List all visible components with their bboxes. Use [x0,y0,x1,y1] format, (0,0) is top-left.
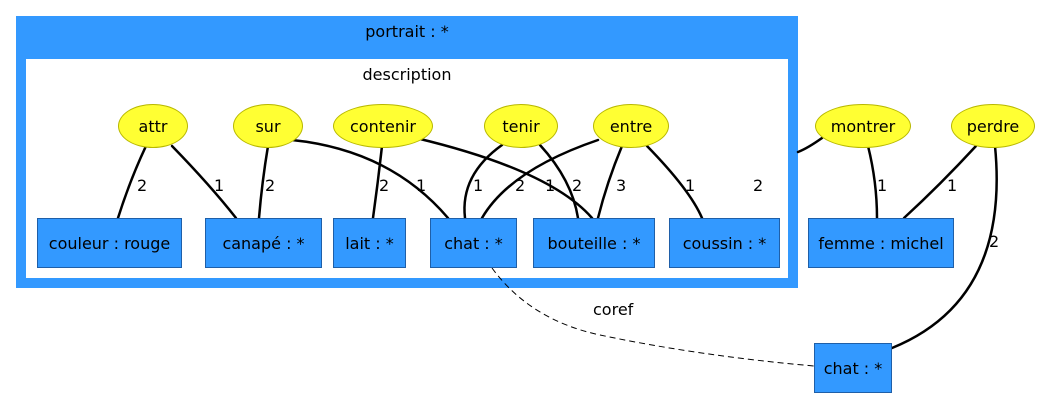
edge-label-sur-canape: 2 [265,176,276,195]
edge-montrer-femme [866,144,879,220]
edge-label-tenir-chat: 1 [473,176,484,195]
edge-sur-canape [257,144,270,220]
relation-sur[interactable]: sur [233,104,303,148]
concept-chat[interactable]: chat : * [430,218,517,268]
edge-entre-chat [480,138,600,220]
edge-label-contenir-lait: 2 [379,176,390,195]
concept-lait[interactable]: lait : * [333,218,406,268]
context-portrait-label: portrait : * [365,22,449,41]
edge-label-sur-chat: 1 [416,176,427,195]
edge-attr-couleur [116,144,148,220]
concept-bouteille[interactable]: bouteille : * [533,218,655,268]
edge-label-attr-canape: 1 [214,176,225,195]
edge-tenir-bouteille [538,143,580,220]
edge-perdre-chat [890,144,998,350]
relation-contenir[interactable]: contenir [333,104,433,148]
edge-label-montrer-femme: 1 [877,176,888,195]
relation-attr[interactable]: attr [118,104,188,148]
edge-label-entre-coussin: 1 [685,176,696,195]
relation-perdre[interactable]: perdre [951,104,1035,148]
context-description-label: description [362,65,452,84]
relation-montrer[interactable]: montrer [815,104,911,148]
edge-label-contenir-bouteille: 2 [515,176,526,195]
edge-contenir-bouteille [414,136,594,220]
edge-contenir-lait [371,144,384,220]
concept-couleur[interactable]: couleur : rouge [37,218,182,268]
concept-chat-outer[interactable]: chat : * [814,343,892,393]
edge-label-tenir-bouteille: 2 [572,176,583,195]
relation-entre[interactable]: entre [593,104,669,148]
edge-label-entre-chat: 1 [545,176,556,195]
edge-entre-bouteille [596,144,624,220]
edge-label-attr-couleur: 2 [137,176,148,195]
coref-line [491,267,815,367]
coref-label: coref [593,300,634,319]
edge-label-perdre-femme: 1 [947,176,958,195]
edge-label-extra: 2 [753,176,764,195]
edge-label-perdre-chat: 2 [989,232,1000,251]
edge-montrer-out [796,136,824,154]
edge-entre-coussin [645,144,704,220]
concept-canape[interactable]: canapé : * [205,218,322,268]
concept-femme[interactable]: femme : michel [808,218,954,268]
edge-label-entre-bouteille: 3 [616,176,627,195]
edge-tenir-chat [463,143,504,220]
edge-attr-canape [170,144,238,220]
concept-coussin[interactable]: coussin : * [669,218,780,268]
edge-perdre-femme [902,144,978,220]
relation-tenir[interactable]: tenir [484,104,558,148]
